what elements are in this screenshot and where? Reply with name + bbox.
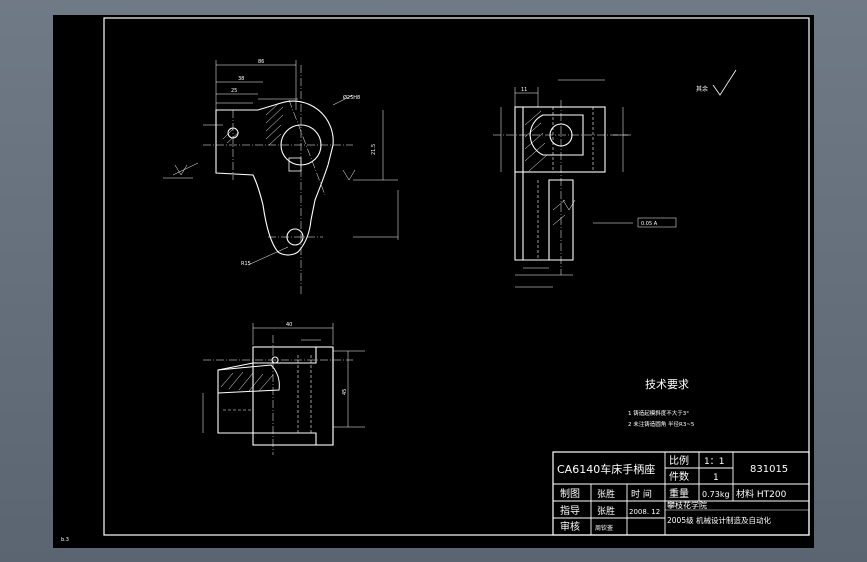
review-label: 审核 [560,520,580,533]
bottom-block [252,346,334,446]
guide-label: 指导 [560,504,580,517]
bottom-profile [217,364,280,394]
dim-side-top: 11 [521,87,527,93]
drawing-sheet: 86 38 25 Ø25H8 R15 21.5 [53,15,814,548]
roughness-symbol [174,164,188,176]
dim-bottom-side: 45 [342,389,348,395]
dim-front-ref: Ø25H8 [343,94,360,101]
tech-req-heading: 技术要求 [645,378,689,391]
tech-req-item-1: 1 铸造起模斜度不大于3° [628,409,689,417]
bottom-view: 40 45 [202,322,365,455]
dim-front-25: 25 [231,88,237,94]
drawn-name: 张胜 [597,489,615,500]
material: 材料 HT200 [736,488,787,500]
engineering-drawing: 86 38 25 Ø25H8 R15 21.5 [61,17,810,543]
front-dimensions [163,60,399,266]
part-name: CA6140车床手柄座 [557,462,655,476]
review-name: 周钦崟 [595,524,613,532]
dim-front-r15: R15 [241,261,251,267]
quantity-value: 1 [713,473,719,483]
roughness-symbol [562,199,576,211]
key-slot [288,157,302,172]
side-dimensions [500,79,633,288]
dim-front-top: 86 [258,59,264,65]
tolerance-frame [637,217,677,228]
roughness-check-icon [712,69,737,96]
dim-front-38: 38 [238,76,244,82]
dim-side-tol: 0.05 A [641,221,658,227]
date-value: 2008. 12 [629,508,660,516]
weight-value: 0.73kg [702,490,730,499]
front-hatching [222,102,284,146]
drawing-number: 831015 [750,464,788,475]
side-hatching [524,110,566,226]
title-block [552,451,810,536]
roughness-note: 其余 [696,85,708,93]
roughness-symbol [342,169,356,181]
scale-label: 比例 [669,454,689,467]
side-upper-body [514,106,606,173]
dim-bottom-top: 40 [286,322,292,328]
bottom-hidden-lines [223,355,312,435]
quantity-label: 件数 [669,470,689,483]
side-view: 11 0.05 A [493,79,677,288]
side-lower-body [514,172,574,261]
weight-label: 重量 [669,487,689,500]
class-name: 2005级 机械设计制造及自动化 [667,515,771,525]
dim-front-side: 21.5 [371,144,377,155]
bottom-outline [217,346,334,446]
scale-value: 1：1 [704,457,724,467]
tech-req-item-2: 2 未注铸造圆角 半径R3~5 [628,420,695,428]
drawing-border [103,17,810,536]
corner-mark: b.3 [61,537,69,543]
side-hidden-lines [537,107,594,260]
side-boss [529,114,584,156]
lever-outline [215,100,334,256]
bottom-hatching [220,371,274,392]
guide-name: 张胜 [597,506,615,517]
bottom-dimensions [202,323,365,433]
drawn-label: 制图 [560,487,580,500]
front-view: 86 38 25 Ø25H8 R15 21.5 [163,59,399,295]
school-name: 攀枝花学院 [667,500,707,510]
time-label: 时 间 [631,488,652,500]
